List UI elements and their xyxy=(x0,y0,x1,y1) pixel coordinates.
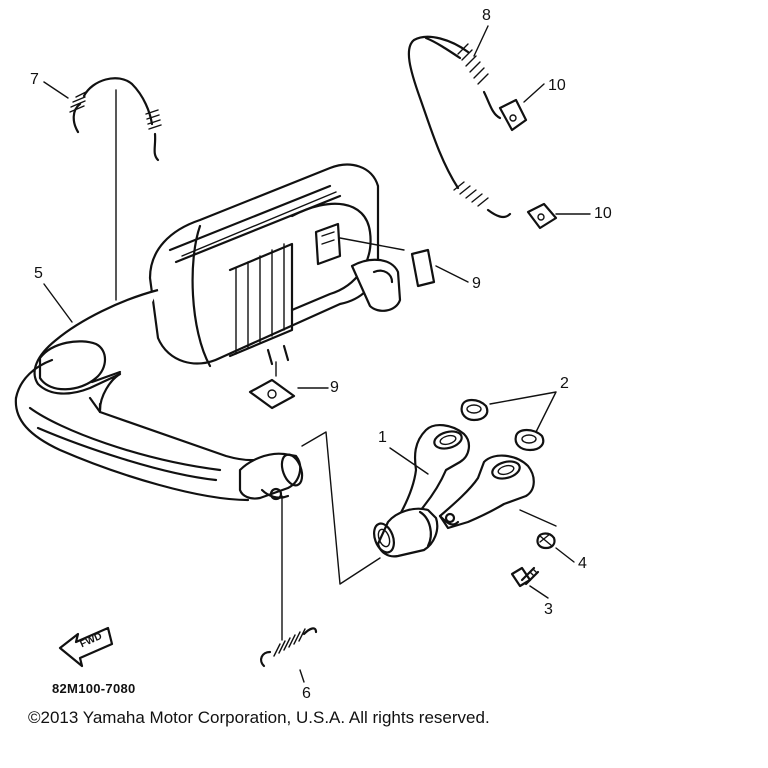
callout-7: 7 xyxy=(30,71,39,88)
callout-3: 3 xyxy=(544,601,553,618)
callout-9-lower: 9 xyxy=(330,379,339,396)
callout-10-upper: 10 xyxy=(548,77,566,94)
callout-5: 5 xyxy=(34,265,43,282)
muffler-5[interactable] xyxy=(148,163,402,368)
muffler-tailpipe[interactable] xyxy=(14,288,306,502)
gasket-2-lower[interactable] xyxy=(514,428,545,452)
spring-6[interactable] xyxy=(260,627,318,668)
callout-8: 8 xyxy=(482,7,491,24)
leader-lines xyxy=(43,25,591,683)
callout-1: 1 xyxy=(378,429,387,446)
bracket-10-lower[interactable] xyxy=(526,202,558,230)
mount-9-lower[interactable] xyxy=(248,378,296,410)
callout-9-upper: 9 xyxy=(472,275,481,292)
bolt-3[interactable] xyxy=(510,566,540,588)
diagram-code: 82M100-7080 xyxy=(52,681,136,696)
callout-10-lower: 10 xyxy=(594,205,612,222)
spring-7[interactable] xyxy=(69,77,162,162)
washer-4[interactable] xyxy=(536,532,556,550)
callout-6: 6 xyxy=(302,685,311,702)
fwd-arrow-icon xyxy=(58,626,114,668)
callout-4: 4 xyxy=(578,555,587,572)
bracket-10-upper[interactable] xyxy=(498,98,528,132)
copyright-notice: ©2013 Yamaha Motor Corporation, U.S.A. A… xyxy=(28,708,490,727)
manifold-1[interactable] xyxy=(370,424,535,558)
callout-2: 2 xyxy=(560,375,569,392)
mount-9-upper[interactable] xyxy=(410,248,436,288)
spring-8[interactable] xyxy=(407,35,512,219)
gasket-2-upper[interactable] xyxy=(460,398,489,422)
